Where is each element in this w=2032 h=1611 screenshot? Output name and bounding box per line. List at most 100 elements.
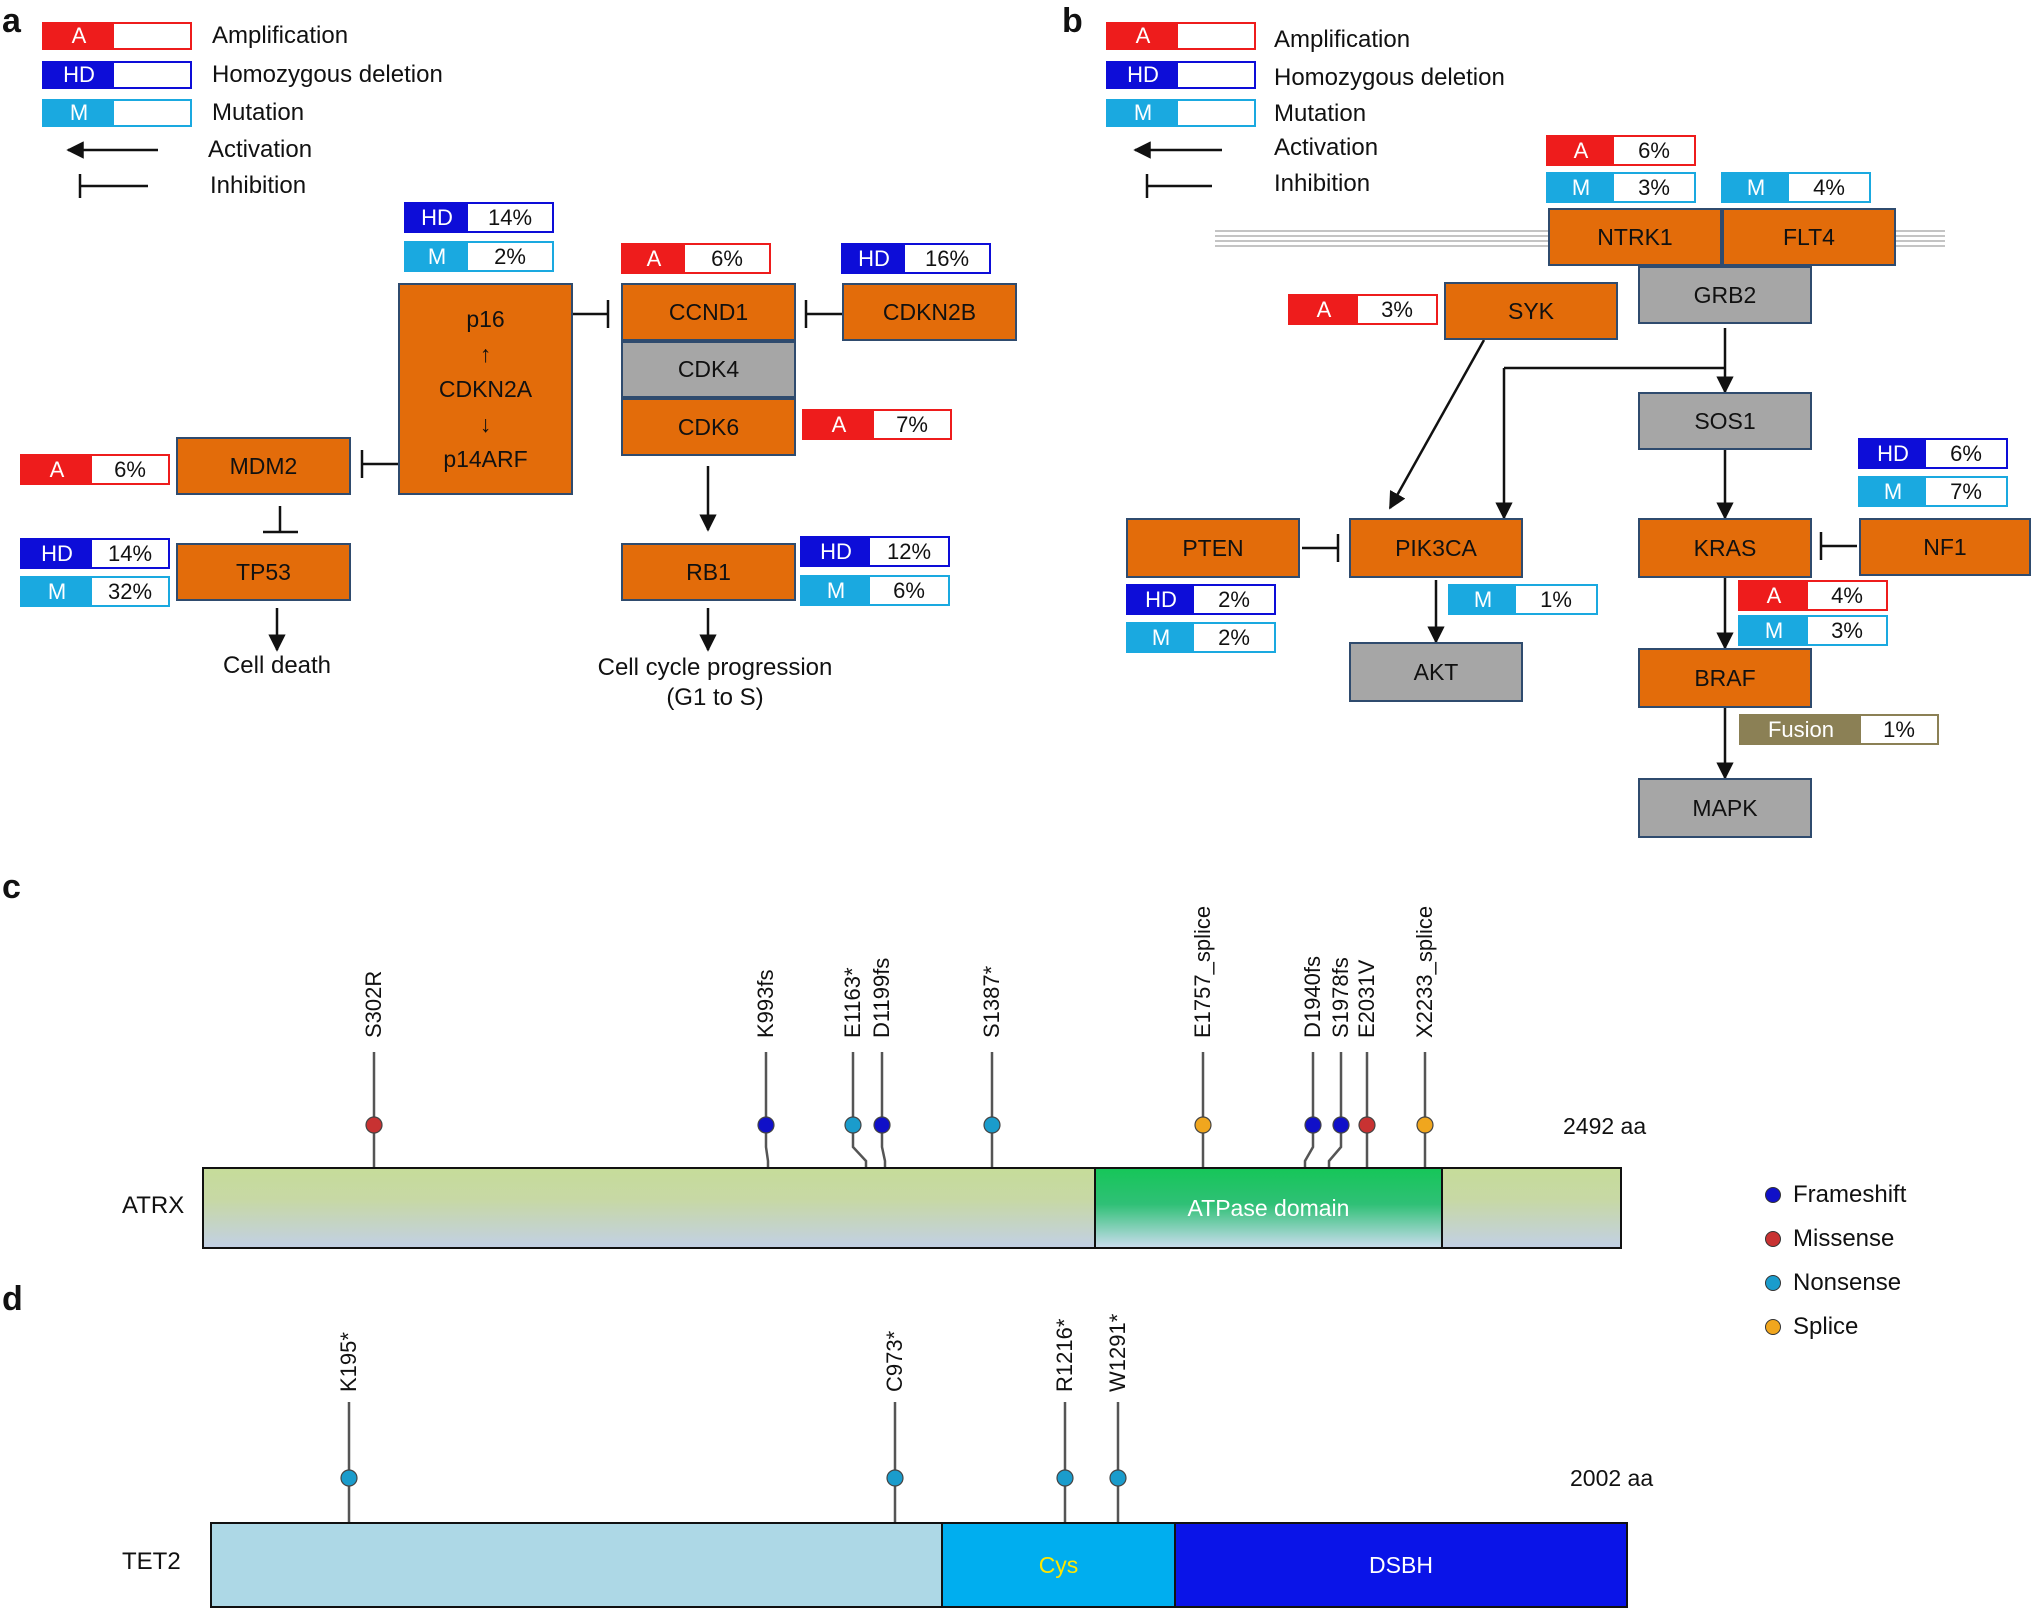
atrx-mutation-dot-splice	[1194, 1116, 1212, 1134]
atrx-mutation-dot-frameshift	[757, 1116, 775, 1134]
tet2-mutation-dot-nonsense	[1109, 1469, 1127, 1487]
panel-b-alteration-pct: 4%	[1813, 174, 1845, 200]
panel-b-alteration-badge: A 6%	[1546, 135, 1696, 166]
legend-hd-code: HD	[44, 62, 114, 87]
tet2-mutation-dot-nonsense	[886, 1469, 904, 1487]
gene-mdm2-node: MDM2	[176, 437, 351, 495]
atrx-mutation-label: D1199fs	[869, 957, 894, 1038]
panel-b-alteration-badge: HD 6%	[1858, 438, 2008, 469]
gene-mapk-node: MAPK	[1638, 778, 1812, 838]
panel-letter-d: d	[2, 1280, 23, 1318]
panel-a-alteration-pct: 32%	[107, 578, 153, 604]
up-arrow-glyph: ↑	[479, 340, 492, 367]
panel-a-alteration-pct: 6%	[114, 456, 146, 482]
gene-pik3ca-node: PIK3CA	[1349, 518, 1523, 578]
gene-akt-node: AKT	[1349, 642, 1523, 702]
panel-b-alteration-pct: 6%	[1638, 137, 1670, 163]
panel-b-alteration-pct: 4%	[1831, 582, 1863, 608]
legend-b-activation-label: Activation	[1274, 134, 1379, 161]
gene-p16-label: p16	[466, 305, 505, 332]
legend-hd-badge: HD	[42, 61, 192, 89]
gene-cdk4-node: CDK4	[621, 341, 796, 398]
atrx-mutation-label: E1757_splice	[1190, 905, 1215, 1038]
atrx-mutation-label: X2233_splice	[1412, 905, 1437, 1038]
legend-b-hd-code: HD	[1108, 62, 1178, 87]
gene-p14arf-label: p14ARF	[443, 445, 528, 472]
panel-letter-c: c	[2, 868, 21, 906]
tet2-mutation-dot-nonsense	[1056, 1469, 1074, 1487]
legend-mutation-badge: M	[42, 99, 192, 127]
panel-a-alteration-code: HD	[22, 540, 92, 567]
legend-hd-label: Homozygous deletion	[212, 61, 443, 88]
panel-b-alteration-badge: M 3%	[1546, 172, 1696, 203]
missense-dot-icon	[1765, 1231, 1781, 1247]
legend-b-amplification-label: Amplification	[1274, 26, 1411, 53]
atrx-atpase-domain: ATPase domain	[1094, 1167, 1443, 1249]
gene-rb1-node: RB1	[621, 543, 796, 601]
panel-b-alteration-pct: 1%	[1540, 586, 1572, 612]
gene-ntrk1-node: NTRK1	[1548, 208, 1722, 266]
gene-grb2-node: GRB2	[1638, 266, 1812, 324]
panel-letter-a: a	[2, 2, 21, 40]
panel-b-alteration-code: A	[1740, 582, 1808, 609]
legend-b-hd-label: Homozygous deletion	[1274, 64, 1505, 91]
panel-a-alteration-pct: 6%	[711, 245, 743, 271]
protein-atrx-name: ATRX	[122, 1192, 185, 1219]
panel-a-alteration-pct: 12%	[886, 538, 932, 564]
panel-b-alteration-pct: 3%	[1638, 174, 1670, 200]
legend-item-missense: Missense	[1765, 1225, 1894, 1253]
tet2-mutation-label: C973*	[882, 1330, 907, 1392]
legend-item-label: Splice	[1793, 1313, 1859, 1340]
atrx-mutation-dot-nonsense	[844, 1116, 862, 1134]
atrx-mutation-label: S1387*	[979, 965, 1004, 1038]
gene-braf-node: BRAF	[1638, 648, 1812, 708]
atrx-lollipop-stem	[1327, 1052, 1343, 1167]
atrx-mutation-dot-missense	[1358, 1116, 1376, 1134]
panel-b-alteration-code: A	[1290, 296, 1358, 323]
panel-a-alteration-pct: 2%	[494, 243, 526, 269]
atrx-mutation-label: E1163*	[840, 967, 865, 1038]
panel-b-alteration-code: HD	[1860, 440, 1926, 467]
panel-a-alteration-code: M	[802, 577, 870, 604]
panel-b-alteration-code: Fusion	[1741, 716, 1861, 743]
legend-amplification-label: Amplification	[212, 22, 349, 49]
legend-b-amplification-code: A	[1108, 23, 1178, 48]
atrx-mutation-dot-nonsense	[983, 1116, 1001, 1134]
panel-a-alteration-badge: HD 14%	[20, 538, 170, 569]
panel-b-alteration-code: M	[1548, 174, 1614, 201]
atrx-mutation-label: S302R	[361, 970, 386, 1038]
gene-cdk6-node: CDK6	[621, 398, 796, 456]
legend-inhibition-label: Inhibition	[210, 172, 307, 199]
legend-item-label: Nonsense	[1793, 1269, 1902, 1296]
atrx-mutation-label: E2031V	[1354, 959, 1379, 1038]
panel-b-alteration-pct: 6%	[1950, 440, 1982, 466]
legend-b-mutation-badge: M	[1106, 99, 1256, 127]
panel-b-alteration-pct: 2%	[1218, 586, 1250, 612]
panel-b-alteration-code: A	[1548, 137, 1614, 164]
legend-mutation-label: Mutation	[212, 99, 305, 126]
legend-item-splice: Splice	[1765, 1313, 1858, 1341]
tet2-mutation-label: R1216*	[1052, 1318, 1077, 1392]
gene-cdkn2a-label: CDKN2A	[438, 375, 533, 402]
panel-letter-b: b	[1062, 2, 1083, 40]
tet2-dsbh-domain: DSBH	[1174, 1522, 1628, 1608]
panel-a-alteration-code: HD	[802, 538, 870, 565]
panel-a-alteration-code: M	[22, 578, 92, 605]
legend-b-mutation-label: Mutation	[1274, 100, 1367, 127]
panel-a-alteration-pct: 14%	[107, 540, 153, 566]
legend-b-hd-badge: HD	[1106, 61, 1256, 89]
gene-kras-node: KRAS	[1638, 518, 1812, 578]
tet2-mutation-label: K195*	[336, 1332, 361, 1392]
panel-a-alteration-code: HD	[406, 204, 468, 231]
